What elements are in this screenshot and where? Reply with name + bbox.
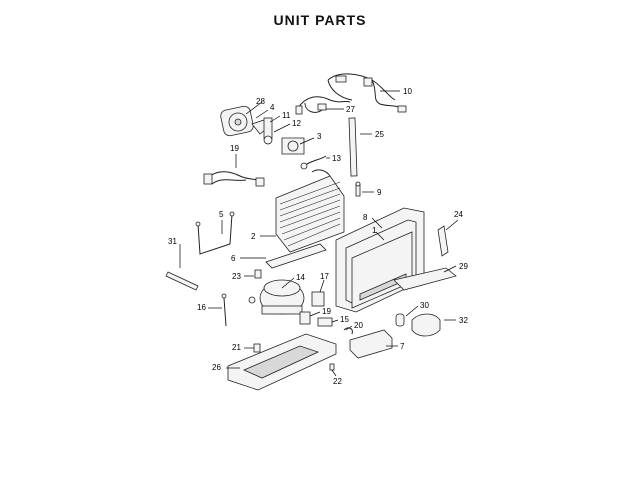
callout-21: 21: [232, 343, 241, 352]
callout-6: 6: [231, 254, 236, 263]
bracket-15: [317, 317, 333, 327]
insulation-strip: [165, 271, 199, 291]
compressor: [248, 279, 305, 315]
callout-24: 24: [454, 210, 463, 219]
callout-25: 25: [375, 130, 384, 139]
drain-pan: [349, 329, 393, 359]
tube-24: [437, 225, 449, 257]
base-tray-29: [393, 267, 457, 291]
callout-4: 4: [270, 103, 275, 112]
callout-32: 32: [459, 316, 468, 325]
callout-2: 2: [251, 232, 256, 241]
relay: [311, 291, 325, 307]
callout-17: 17: [320, 272, 329, 281]
callout-22: 22: [333, 377, 342, 386]
callout-15: 15: [340, 315, 349, 324]
callout-9: 9: [377, 188, 382, 197]
heater-wire: [195, 211, 235, 255]
fan-assembly: [220, 105, 305, 155]
screw-22: [329, 363, 335, 371]
callout-18: 19: [230, 144, 239, 153]
callout-11: 11: [282, 111, 291, 120]
bracket-32: [411, 313, 441, 337]
grommet-23: [254, 269, 262, 279]
callout-23: 23: [232, 272, 241, 281]
sensor-9: [355, 181, 361, 197]
grommet-21: [253, 343, 261, 353]
cap-30: [395, 313, 405, 327]
condenser: [275, 169, 345, 253]
callout-13: 13: [332, 154, 341, 163]
clip-20: [343, 327, 353, 335]
callout-5: 5: [219, 210, 224, 219]
callout-19: 19: [322, 307, 331, 316]
harness-27: [295, 96, 351, 115]
callout-16: 16: [197, 303, 206, 312]
callout-10: 10: [403, 87, 412, 96]
wire-harness: [327, 73, 407, 113]
rod-25: [348, 117, 358, 177]
callout-27: 27: [346, 105, 355, 114]
condenser-tube: [265, 243, 327, 269]
callout-29: 29: [459, 262, 468, 271]
callout-7: 7: [400, 342, 405, 351]
callout-28: 28: [256, 97, 265, 106]
callout-20: 20: [354, 321, 363, 330]
callouts: 10 28 4 27 11 12 3 25 19 13 9 5 8 1 24 2: [168, 87, 468, 386]
callout-1: 1: [372, 226, 377, 235]
callout-14: 14: [296, 273, 305, 282]
callout-26: 26: [212, 363, 221, 372]
callout-31: 31: [168, 237, 177, 246]
callout-8: 8: [363, 213, 368, 222]
wire-harness-18: [203, 171, 265, 187]
callout-12: 12: [292, 119, 301, 128]
callout-3: 3: [317, 132, 322, 141]
diagram-title: UNIT PARTS: [273, 12, 367, 28]
overload: [299, 311, 311, 325]
callout-30: 30: [420, 301, 429, 310]
base-plate: [227, 333, 337, 391]
cord-16: [221, 293, 227, 327]
drain-tube: [300, 155, 327, 170]
